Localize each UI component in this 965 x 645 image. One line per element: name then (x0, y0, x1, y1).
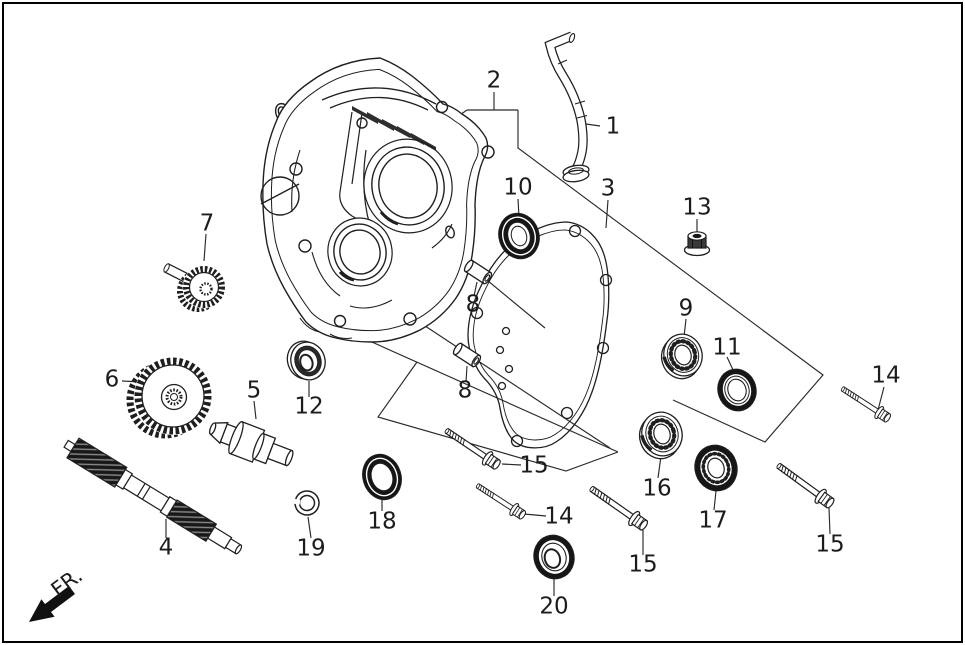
callout-11: 11 (712, 334, 742, 361)
part-11-bearing (717, 368, 757, 412)
part-18-oil-seal (362, 453, 402, 501)
callout-20: 20 (539, 593, 569, 620)
part-20-bearing (533, 534, 575, 580)
part-6-gear (126, 357, 212, 439)
part-17-bearing (694, 444, 738, 492)
callout-14a: 14 (544, 503, 574, 530)
part-7-gear (163, 263, 226, 312)
callout-19: 19 (296, 535, 326, 562)
callout-3: 3 (600, 175, 616, 202)
callout-6: 6 (104, 366, 120, 393)
callout-9: 9 (678, 295, 694, 322)
breather-tube (544, 31, 590, 183)
callout-1: 1 (605, 113, 621, 140)
callout-16: 16 (642, 475, 672, 502)
callout-8b: 8 (457, 377, 473, 404)
part-13-nut (683, 231, 711, 257)
callout-10: 10 (503, 174, 533, 201)
callout-15a: 15 (519, 452, 549, 479)
callout-15b: 15 (628, 551, 658, 578)
callout-18: 18 (367, 508, 397, 535)
part-9-bearing (660, 333, 703, 380)
callout-14b: 14 (871, 362, 901, 389)
part-4-shaft (63, 437, 243, 555)
callout-12: 12 (294, 393, 324, 420)
transmission-case (260, 57, 495, 343)
part-5-shaft (208, 420, 294, 467)
callout-7: 7 (199, 210, 215, 237)
callout-13: 13 (682, 194, 712, 221)
callout-4: 4 (158, 534, 174, 561)
part-12-bearing (286, 340, 326, 381)
callout-15c: 15 (815, 531, 845, 558)
part-19-circlip (292, 490, 320, 516)
part-16-bearing (638, 411, 683, 460)
part-10-oil-seal (498, 212, 540, 260)
callout-17: 17 (698, 507, 728, 534)
callout-2: 2 (486, 67, 502, 94)
callout-5: 5 (246, 377, 262, 404)
callout-8a: 8 (465, 291, 481, 318)
